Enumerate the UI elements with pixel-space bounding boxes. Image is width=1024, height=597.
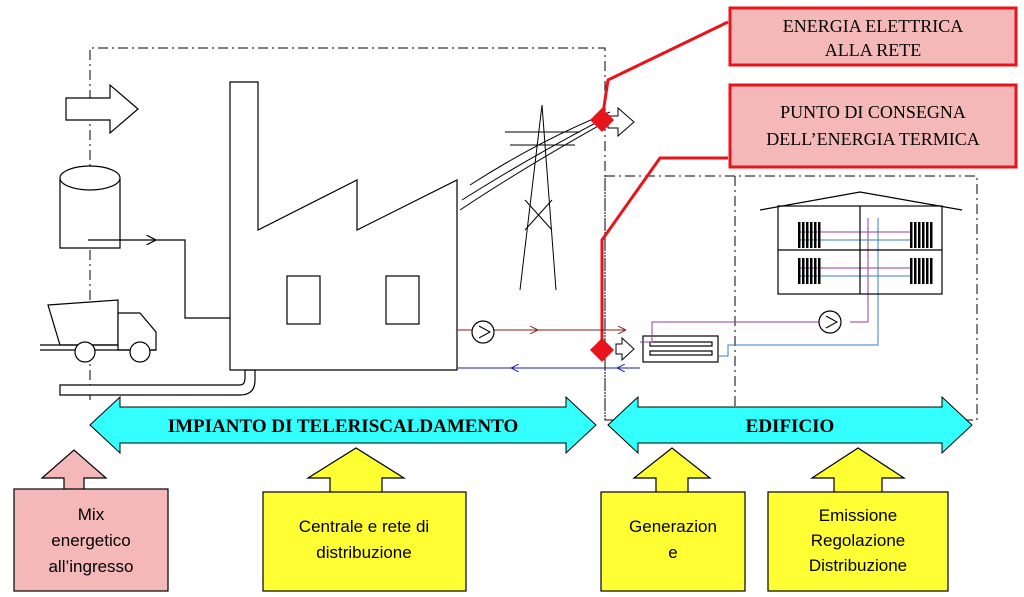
factory-window-left	[286, 275, 321, 325]
building-arrow[interactable]	[607, 395, 973, 455]
mix-line1: Mix	[78, 505, 105, 524]
generazione-line1: Generazion	[629, 517, 717, 536]
electric-output-arrow-icon	[607, 106, 635, 138]
centrale-line1: Centrale e rete di	[299, 517, 429, 536]
power-pylon-icon	[459, 104, 611, 291]
plant-pump-icon	[471, 320, 495, 344]
electric-grid-label-box	[728, 6, 1018, 67]
centrale-line2: distribuzione	[316, 543, 411, 562]
emissione-box	[767, 491, 949, 592]
mix-line2: energetico	[51, 531, 130, 550]
thermal-input-arrow-icon	[615, 336, 635, 362]
mix-line3: all’ingresso	[48, 557, 133, 576]
electric-label-line2: ALLA RETE	[825, 40, 922, 60]
building-pump-icon	[818, 310, 842, 334]
building-label: EDIFICIO	[746, 416, 835, 437]
district-heating-label: IMPIANTO DI TELERISCALDAMENTO	[168, 416, 519, 437]
thermal-label-line2: DELL’ENERGIA TERMICA	[766, 129, 980, 149]
generazione-box	[600, 491, 746, 592]
mix-up-arrow	[40, 449, 108, 492]
centrale-up-arrow	[305, 447, 407, 492]
electric-delivery-point	[590, 108, 614, 132]
truck-icon	[40, 299, 157, 363]
mix-box	[13, 488, 169, 592]
radiator-icon	[910, 258, 933, 284]
radiator-icon	[798, 258, 821, 284]
building-boundary	[604, 175, 978, 421]
fuel-tank-icon	[59, 165, 121, 249]
ground-pipe	[59, 369, 256, 396]
heat-exchanger-icon	[642, 335, 719, 363]
emissione-up-arrow	[809, 447, 907, 492]
generazione-line2: e	[668, 543, 677, 562]
electric-label-line1: ENERGIA ELETTRICA	[783, 16, 963, 36]
emissione-line1: Emissione	[819, 506, 897, 525]
centrale-box	[262, 491, 467, 592]
thermal-delivery-point	[590, 338, 614, 362]
factory-window-right	[385, 275, 420, 325]
radiators	[798, 222, 933, 284]
input-arrow-icon	[65, 83, 139, 135]
district-heating-arrow[interactable]	[89, 395, 597, 455]
generazione-up-arrow	[632, 447, 712, 492]
red-connectors	[600, 20, 729, 350]
thermal-delivery-label-box	[728, 83, 1018, 169]
emissione-line2: Regolazione	[811, 531, 906, 550]
thermal-label-line1: PUNTO DI CONSEGNA	[780, 102, 966, 122]
radiator-icon	[910, 222, 933, 248]
radiator-icon	[798, 222, 821, 248]
factory-icon	[229, 81, 458, 371]
house-icon	[759, 191, 963, 295]
emissione-line3: Distribuzione	[809, 556, 907, 575]
